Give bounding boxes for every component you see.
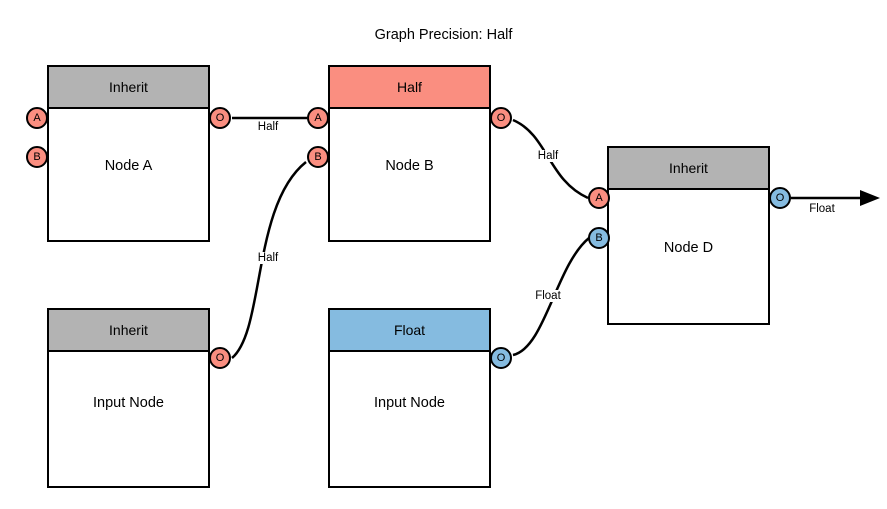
node-header-input-node-left[interactable]: Inherit — [49, 310, 208, 352]
node-header-input-node-middle[interactable]: Float — [330, 310, 489, 352]
page-title: Graph Precision: Half — [374, 27, 513, 43]
edge-label-edge-a-to-b: Half — [255, 121, 281, 133]
port-d-in-b[interactable]: B — [588, 227, 610, 249]
edge-label-edge-b-to-d: Half — [535, 150, 561, 162]
node-header-node-a[interactable]: Inherit — [49, 67, 208, 109]
node-header-node-d[interactable]: Inherit — [609, 148, 768, 190]
port-inl-out-o[interactable]: O — [209, 347, 231, 369]
node-label-node-d: Node D — [663, 239, 714, 256]
edge-label-edge-inputmiddle-to-d: Float — [533, 290, 563, 302]
node-label-node-b: Node B — [385, 157, 434, 174]
node-header-node-b[interactable]: Half — [330, 67, 489, 109]
port-a-out-o[interactable]: O — [209, 107, 231, 129]
port-b-out-o[interactable]: O — [490, 107, 512, 129]
port-d-out-o[interactable]: O — [769, 187, 791, 209]
edge-label-edge-inputleft-to-b: Half — [255, 252, 281, 264]
port-b-in-b[interactable]: B — [307, 146, 329, 168]
port-b-in-a[interactable]: A — [307, 107, 329, 129]
port-a-in-b[interactable]: B — [26, 146, 48, 168]
node-label-node-a: Node A — [104, 157, 153, 174]
port-a-in-a[interactable]: A — [26, 107, 48, 129]
arrowhead-icon — [860, 190, 880, 206]
node-label-input-node-middle: Input Node — [374, 395, 445, 411]
port-inm-out-o[interactable]: O — [490, 347, 512, 369]
port-d-in-a[interactable]: A — [588, 187, 610, 209]
node-label-input-node-left: Input Node — [93, 395, 164, 411]
edge-label-output: Float — [807, 203, 837, 215]
